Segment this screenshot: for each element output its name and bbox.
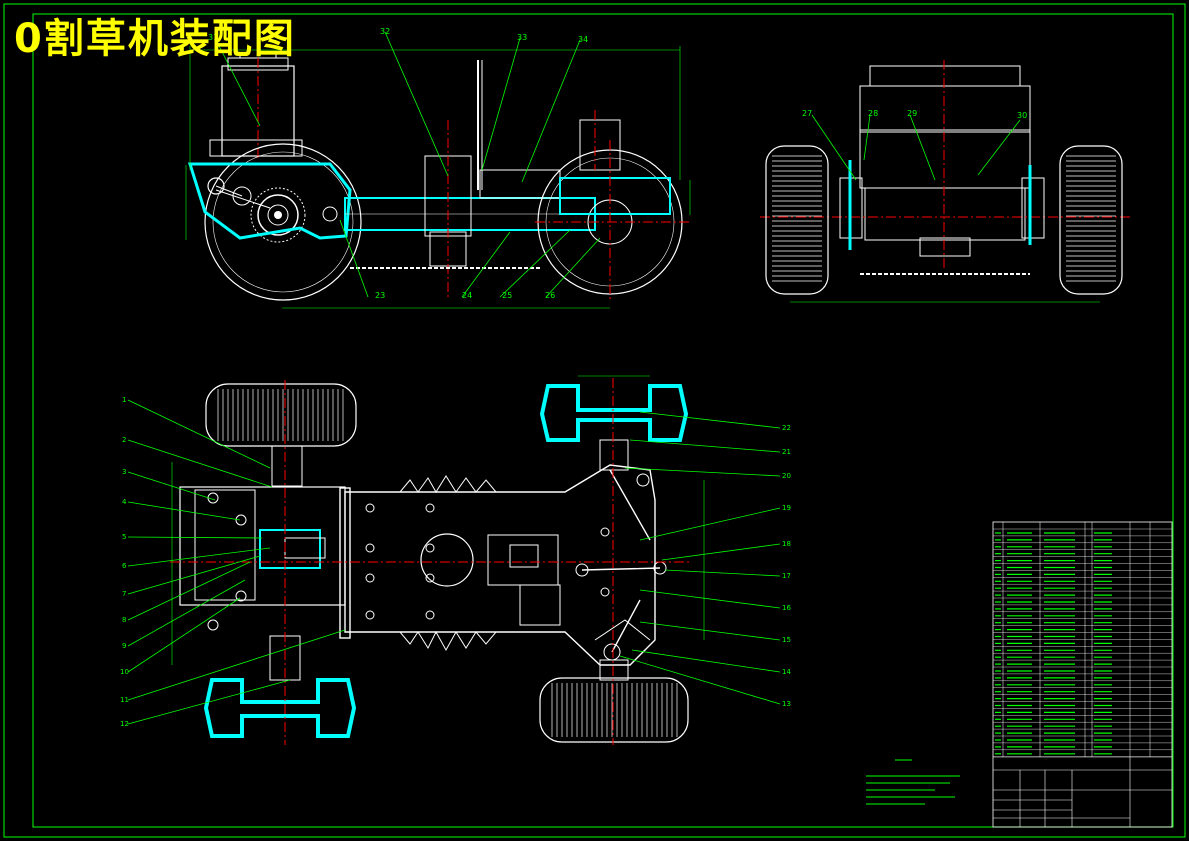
balloon-labels-side: 31 32 33 34 23 24 25 26 <box>208 27 588 300</box>
balloon-5: 5 <box>122 533 126 541</box>
parts-list-text-marks <box>995 532 1112 755</box>
balloon-12: 12 <box>120 720 129 728</box>
balloon-7: 7 <box>122 590 126 598</box>
main-deck <box>344 464 656 666</box>
plan-bottom-right-tire <box>539 677 689 743</box>
plan-bottom-left-wheel-section <box>203 678 357 738</box>
title-block <box>993 756 1172 827</box>
balloon-13: 13 <box>782 700 791 708</box>
balloon-labels-plan-right: 22 21 20 19 18 17 16 15 14 13 <box>782 424 791 708</box>
balloon-29: 29 <box>907 109 917 118</box>
balloon-21: 21 <box>782 448 791 456</box>
balloon-labels-plan-left: 1 2 3 4 5 6 7 8 9 10 11 12 <box>120 396 129 728</box>
rear-view-lower-block <box>864 187 1026 241</box>
leaders-plan <box>127 399 781 725</box>
balloon-4: 4 <box>122 498 127 506</box>
balloon-20: 20 <box>782 472 791 480</box>
balloon-32: 32 <box>380 27 390 36</box>
drive-cover <box>187 162 352 240</box>
balloon-6: 6 <box>122 562 127 570</box>
balloon-30: 30 <box>1017 111 1027 120</box>
inner-frame <box>32 13 1174 828</box>
balloon-11: 11 <box>120 696 129 704</box>
balloon-3: 3 <box>122 468 126 476</box>
blade-motor-circle <box>420 533 474 587</box>
leaders-rear <box>811 114 1021 181</box>
balloon-31: 31 <box>208 33 218 42</box>
balloon-28: 28 <box>868 109 878 118</box>
balloon-15: 15 <box>782 636 791 644</box>
outer-frame <box>3 3 1186 838</box>
rear-gearbox <box>179 486 346 606</box>
balloon-22: 22 <box>782 424 791 432</box>
balloon-26: 26 <box>545 291 555 300</box>
drawing-title: 0割草机装配图 <box>14 16 296 62</box>
balloon-14: 14 <box>782 668 791 676</box>
balloon-24: 24 <box>462 291 472 300</box>
plan-top-left-tire <box>205 383 357 447</box>
balloon-25: 25 <box>502 291 512 300</box>
leaders-side <box>214 31 601 298</box>
blade-plan-top <box>399 475 497 493</box>
side-view: 31 32 33 34 23 24 25 26 <box>185 27 691 309</box>
balloon-1: 1 <box>122 396 126 404</box>
rear-view: 27 28 29 30 <box>760 60 1130 303</box>
balloon-2: 2 <box>122 436 126 444</box>
balloon-19: 19 <box>782 504 791 512</box>
balloon-9: 9 <box>122 642 126 650</box>
balloon-18: 18 <box>782 540 791 548</box>
balloon-23: 23 <box>375 291 385 300</box>
balloon-17: 17 <box>782 572 791 580</box>
front-bracket <box>559 177 671 215</box>
balloon-10: 10 <box>120 668 129 676</box>
balloon-27: 27 <box>802 109 812 118</box>
rear-view-body <box>859 85 1031 133</box>
motor-base <box>209 139 303 157</box>
upper-module <box>579 119 621 171</box>
bolt-holes <box>207 473 667 661</box>
balloon-8: 8 <box>122 616 126 624</box>
steering-linkage <box>581 469 661 653</box>
plan-top-right-wheel-section <box>539 384 689 442</box>
blade-plan-bottom <box>399 630 497 652</box>
balloon-16: 16 <box>782 604 791 612</box>
balloon-labels-rear: 27 28 29 30 <box>802 109 1027 120</box>
rear-right-tire <box>1059 145 1123 295</box>
technical-requirements <box>866 759 960 805</box>
rear-left-tire <box>765 145 829 295</box>
plan-view: 1 2 3 4 5 6 7 8 9 10 11 12 22 21 20 19 1… <box>120 375 791 745</box>
balloon-34: 34 <box>578 35 588 44</box>
rear-wheel <box>204 143 362 301</box>
balloon-33: 33 <box>517 33 527 42</box>
rear-hub <box>257 194 299 236</box>
